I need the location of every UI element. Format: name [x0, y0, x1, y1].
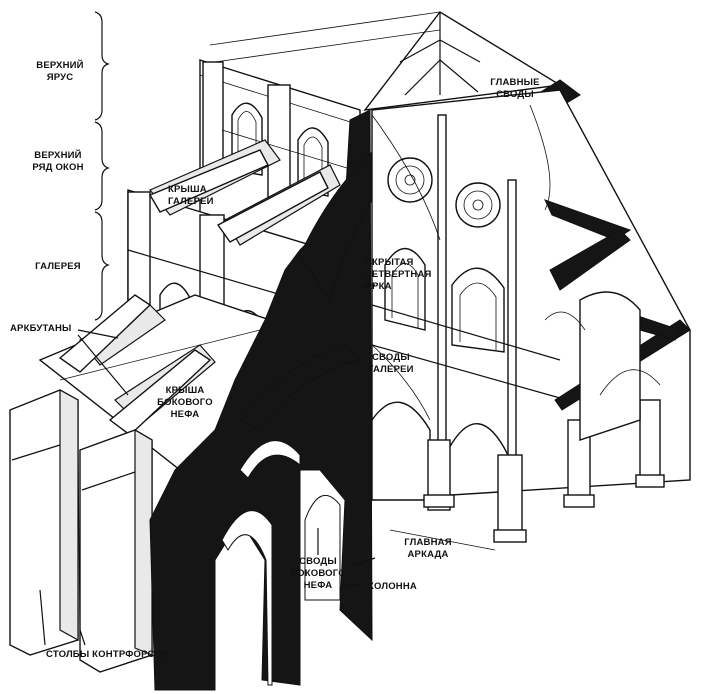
label-buttress-piers: СТОЛБЫ КОНТРФОРСОВ: [46, 649, 169, 660]
leader-lines: [39, 284, 496, 646]
nave-interior: [371, 89, 691, 543]
buttress-piers: [9, 388, 153, 673]
label-gallery: ГАЛЕРЕЯ: [35, 261, 81, 272]
flying-buttresses: [58, 149, 329, 436]
label-column: КОЛОННА: [368, 581, 417, 592]
tier-brackets: [94, 11, 110, 321]
label-flying-buttresses: АРКБУТАНЫ: [10, 323, 72, 334]
roof-truss: [209, 11, 563, 111]
